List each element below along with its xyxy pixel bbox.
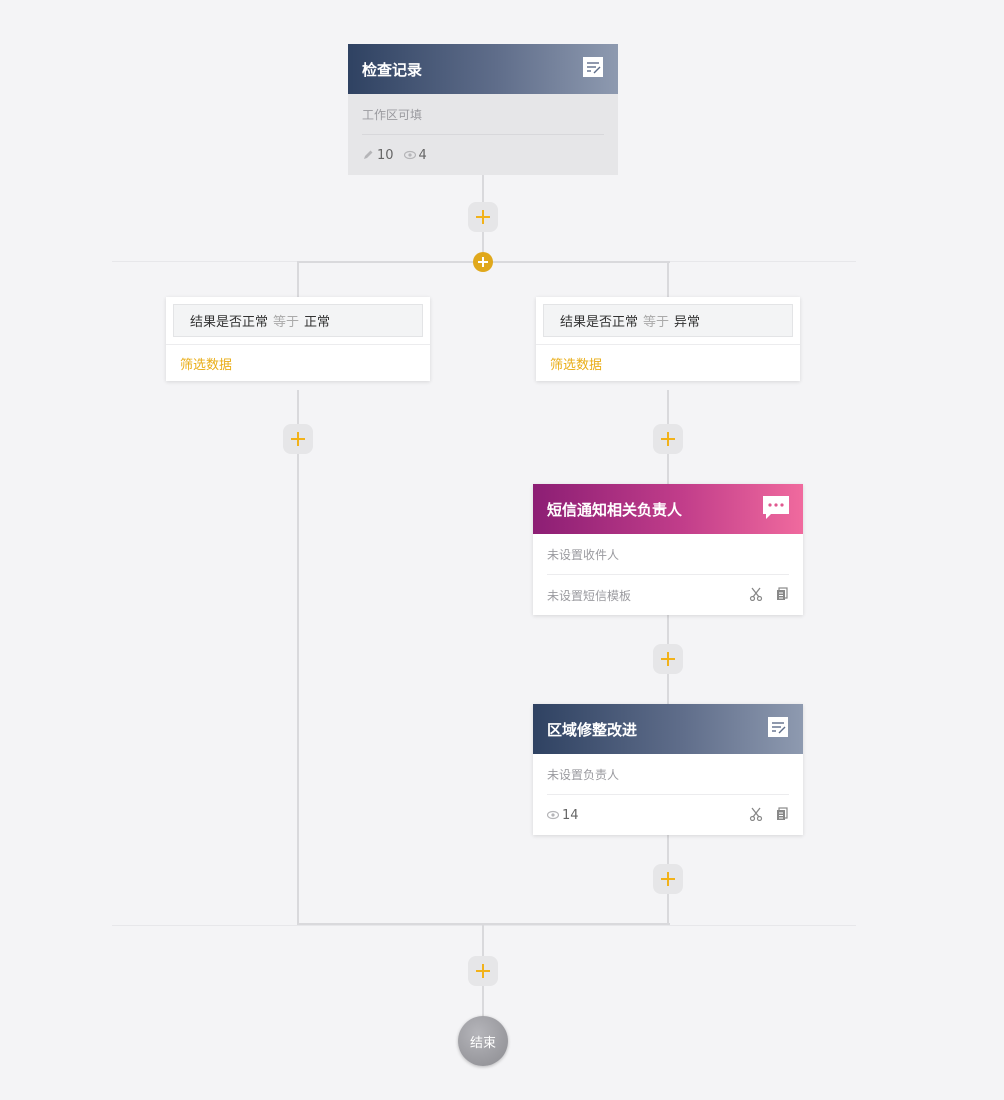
cut-icon[interactable] bbox=[749, 807, 763, 822]
add-node-button[interactable] bbox=[468, 956, 498, 986]
plus-icon bbox=[661, 652, 675, 666]
connector bbox=[297, 390, 299, 925]
add-node-button[interactable] bbox=[283, 424, 313, 454]
condition-expression: 结果是否正常 等于 正常 bbox=[173, 304, 423, 337]
plus-icon bbox=[661, 872, 675, 886]
form-icon bbox=[768, 717, 788, 737]
node-title: 区域修整改进 bbox=[547, 720, 638, 739]
recipient-status: 未设置收件人 bbox=[547, 547, 620, 562]
condition-expression: 结果是否正常 等于 异常 bbox=[543, 304, 793, 337]
connector bbox=[297, 261, 299, 297]
branch-condition-abnormal[interactable]: 结果是否正常 等于 异常 筛选数据 bbox=[536, 297, 800, 381]
plus-icon bbox=[478, 257, 488, 267]
node-header: 短信通知相关负责人 bbox=[533, 484, 803, 534]
branch-guide-bottom bbox=[112, 925, 856, 926]
add-node-button[interactable] bbox=[653, 864, 683, 894]
connector bbox=[667, 261, 669, 297]
cut-icon[interactable] bbox=[749, 587, 763, 602]
view-count: 14 bbox=[547, 808, 579, 823]
end-node: 结束 bbox=[458, 1016, 508, 1066]
pencil-icon bbox=[364, 150, 373, 159]
node-inspection-record[interactable]: 检查记录 工作区可填 10 bbox=[348, 44, 618, 175]
add-node-button[interactable] bbox=[653, 644, 683, 674]
copy-icon[interactable] bbox=[775, 807, 789, 821]
node-area-improvement[interactable]: 区域修整改进 未设置负责人 14 bbox=[533, 704, 803, 835]
copy-icon[interactable] bbox=[775, 587, 789, 601]
form-icon bbox=[583, 57, 603, 77]
branch-condition-normal[interactable]: 结果是否正常 等于 正常 筛选数据 bbox=[166, 297, 430, 381]
add-node-button[interactable] bbox=[468, 202, 498, 232]
filter-data-link[interactable]: 筛选数据 bbox=[536, 344, 800, 381]
node-sms-notify[interactable]: 短信通知相关负责人 未设置收件人 未设置短信模板 bbox=[533, 484, 803, 615]
edit-count: 10 bbox=[362, 148, 394, 163]
plus-icon bbox=[661, 432, 675, 446]
node-title: 检查记录 bbox=[362, 60, 423, 79]
plus-icon bbox=[291, 432, 305, 446]
add-branch-button[interactable] bbox=[473, 252, 493, 272]
message-icon bbox=[763, 496, 789, 519]
eye-icon bbox=[403, 150, 416, 160]
eye-icon bbox=[547, 810, 559, 820]
node-header: 检查记录 bbox=[348, 44, 618, 94]
template-status: 未设置短信模板 bbox=[547, 588, 632, 603]
assignee-status: 未设置负责人 bbox=[547, 767, 620, 782]
add-node-button[interactable] bbox=[653, 424, 683, 454]
node-subtitle: 工作区可填 bbox=[362, 107, 423, 122]
filter-data-link[interactable]: 筛选数据 bbox=[166, 344, 430, 381]
plus-icon bbox=[476, 210, 490, 224]
plus-icon bbox=[476, 964, 490, 978]
node-header: 区域修整改进 bbox=[533, 704, 803, 754]
view-count: 4 bbox=[403, 148, 427, 163]
node-title: 短信通知相关负责人 bbox=[547, 500, 683, 519]
